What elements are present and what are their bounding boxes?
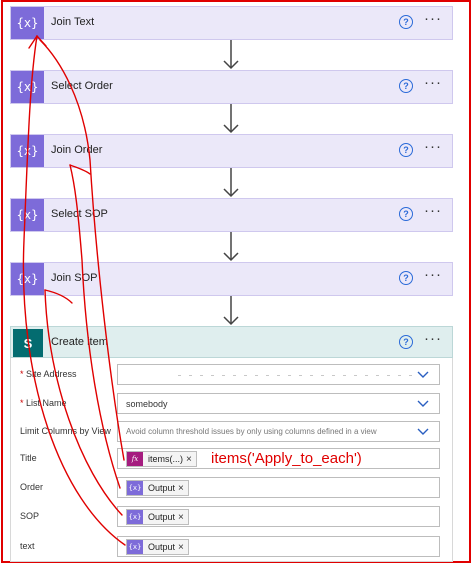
help-icon[interactable]: ? bbox=[399, 143, 413, 157]
site-address-dropdown[interactable] bbox=[117, 364, 440, 385]
variable-icon: {x} bbox=[11, 263, 44, 295]
required-marker: * bbox=[20, 398, 24, 408]
redacted-value bbox=[178, 375, 418, 376]
chevron-down-icon[interactable] bbox=[417, 368, 429, 380]
variable-icon: {x} bbox=[127, 510, 143, 524]
close-icon[interactable]: × bbox=[178, 541, 184, 553]
output-token[interactable]: {x} Output × bbox=[126, 480, 189, 496]
close-icon[interactable]: × bbox=[186, 453, 192, 465]
chevron-down-icon[interactable] bbox=[417, 397, 429, 409]
more-options-icon[interactable]: ··· bbox=[424, 266, 442, 283]
help-icon[interactable]: ? bbox=[399, 335, 413, 349]
limit-columns-label: Limit Columns by View bbox=[20, 426, 111, 436]
help-icon[interactable]: ? bbox=[399, 15, 413, 29]
more-options-icon[interactable]: ··· bbox=[424, 10, 442, 27]
list-name-label: * List Name bbox=[20, 398, 67, 408]
output-token[interactable]: {x} Output × bbox=[126, 509, 189, 525]
sharepoint-icon: S bbox=[13, 329, 43, 357]
flow-arrow-icon bbox=[223, 104, 239, 134]
more-options-icon[interactable]: ··· bbox=[424, 138, 442, 155]
step-select-sop[interactable]: {x} Select SOP ? ··· bbox=[10, 198, 453, 232]
step-title: Select Order bbox=[51, 80, 113, 92]
step-title: Join Order bbox=[51, 144, 103, 156]
step-join-text[interactable]: {x} Join Text ? ··· bbox=[10, 6, 453, 40]
output-token[interactable]: {x} Output × bbox=[126, 539, 189, 555]
text-label: text bbox=[20, 541, 35, 551]
variable-icon: {x} bbox=[127, 481, 143, 495]
help-icon[interactable]: ? bbox=[399, 271, 413, 285]
help-icon[interactable]: ? bbox=[399, 79, 413, 93]
text-field[interactable]: {x} Output × bbox=[117, 536, 440, 557]
step-title: Create item bbox=[51, 336, 108, 348]
function-icon: fx bbox=[127, 452, 143, 466]
flow-arrow-icon bbox=[223, 296, 239, 326]
sop-field[interactable]: {x} Output × bbox=[117, 506, 440, 527]
flow-arrow-icon bbox=[223, 40, 239, 70]
order-label: Order bbox=[20, 482, 44, 492]
close-icon[interactable]: × bbox=[178, 511, 184, 523]
more-options-icon[interactable]: ··· bbox=[424, 202, 442, 219]
more-options-icon[interactable]: ··· bbox=[424, 74, 442, 91]
title-field[interactable]: fx items(...) × bbox=[117, 448, 440, 469]
expression-token[interactable]: fx items(...) × bbox=[126, 451, 197, 467]
site-address-label: * Site Address bbox=[20, 369, 77, 379]
flow-arrow-icon bbox=[223, 232, 239, 262]
limit-columns-dropdown[interactable]: Avoid column threshold issues by only us… bbox=[117, 421, 440, 442]
more-options-icon[interactable]: ··· bbox=[424, 330, 442, 347]
variable-icon: {x} bbox=[11, 7, 44, 39]
step-select-order[interactable]: {x} Select Order ? ··· bbox=[10, 70, 453, 104]
step-create-item[interactable]: S Create item ? ··· bbox=[10, 326, 453, 358]
flow-arrow-icon bbox=[223, 168, 239, 198]
sop-label: SOP bbox=[20, 511, 40, 521]
limit-columns-placeholder: Avoid column threshold issues by only us… bbox=[126, 427, 377, 436]
order-field[interactable]: {x} Output × bbox=[117, 477, 440, 498]
chevron-down-icon[interactable] bbox=[417, 425, 429, 437]
step-title: Select SOP bbox=[51, 208, 108, 220]
required-marker: * bbox=[20, 369, 24, 379]
step-join-order[interactable]: {x} Join Order ? ··· bbox=[10, 134, 453, 168]
title-label: Title bbox=[20, 453, 37, 463]
list-name-dropdown[interactable]: somebody bbox=[117, 393, 440, 414]
variable-icon: {x} bbox=[127, 540, 143, 554]
variable-icon: {x} bbox=[11, 71, 44, 103]
step-join-sop[interactable]: {x} Join SOP ? ··· bbox=[10, 262, 453, 296]
step-title: Join Text bbox=[51, 16, 95, 28]
variable-icon: {x} bbox=[11, 135, 44, 167]
step-title: Join SOP bbox=[51, 272, 98, 284]
expression-annotation: items('Apply_to_each') bbox=[211, 450, 362, 467]
list-name-value: somebody bbox=[126, 399, 168, 409]
close-icon[interactable]: × bbox=[178, 482, 184, 494]
help-icon[interactable]: ? bbox=[399, 207, 413, 221]
variable-icon: {x} bbox=[11, 199, 44, 231]
